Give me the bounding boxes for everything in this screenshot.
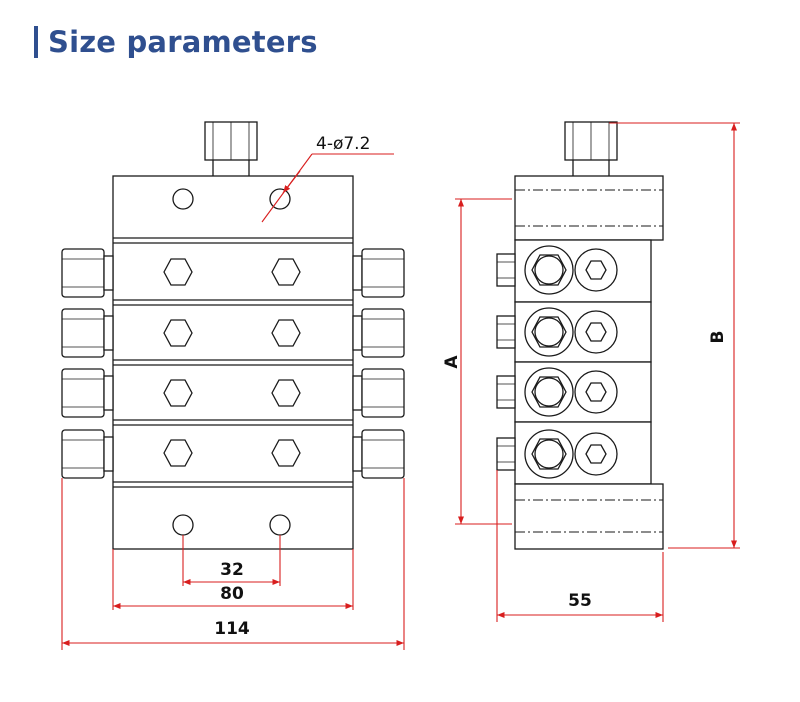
dim-114-label: 114 (214, 619, 250, 639)
front-top-fitting (204, 121, 258, 178)
side-top-fitting (564, 121, 618, 178)
front-top-hole-left (172, 188, 194, 210)
dim-80-label: 80 (220, 584, 244, 604)
front-bottom-hole-right (269, 514, 291, 536)
front-left-fittings (61, 248, 114, 479)
front-view: 4-ø7.2 32 80 114 (61, 121, 405, 650)
dimension-80 (112, 549, 354, 610)
side-fittings (524, 245, 618, 479)
hole-note-label: 4-ø7.2 (316, 134, 370, 154)
dimension-A (455, 198, 512, 525)
front-hex-nuts (163, 258, 301, 467)
side-view: A B 55 (442, 121, 740, 622)
page-title: Size parameters (48, 25, 318, 59)
dimension-B (609, 122, 740, 549)
hole-callout (261, 153, 394, 223)
front-section-separators (113, 237, 353, 488)
side-bottom-block (514, 483, 664, 550)
front-right-fittings (352, 248, 405, 479)
dim-B-label: B (708, 331, 728, 344)
dimension-32 (182, 535, 281, 586)
front-body (112, 175, 354, 550)
front-bottom-hole-left (172, 514, 194, 536)
dimension-55 (496, 470, 664, 622)
front-top-hole-right (269, 188, 291, 210)
side-left-nuts (496, 253, 516, 471)
header-accent-bar (34, 26, 38, 58)
dimension-114 (61, 478, 405, 650)
dim-32-label: 32 (220, 560, 244, 580)
page-header: Size parameters (34, 22, 318, 62)
side-top-block (514, 175, 664, 241)
dim-A-label: A (442, 355, 462, 369)
dim-55-label: 55 (568, 591, 592, 611)
